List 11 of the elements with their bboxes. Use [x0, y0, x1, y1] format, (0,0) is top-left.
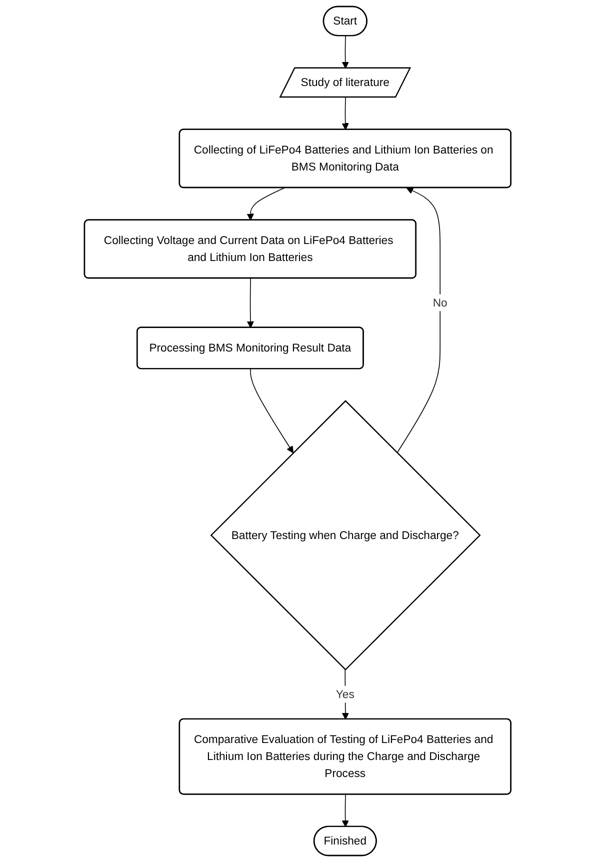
- arrow: [342, 669, 349, 720]
- arrow: [246, 188, 285, 221]
- arrow: [342, 97, 349, 130]
- arrow: [396, 187, 440, 454]
- arrow: [342, 36, 349, 69]
- edge-label: No: [432, 296, 448, 309]
- arrow: [342, 794, 349, 828]
- arrow: [250, 368, 294, 454]
- edge-label: Yes: [336, 687, 354, 700]
- arrow: [246, 278, 254, 328]
- node-diamond: Battery Testing when Charge and Discharge?: [210, 400, 481, 670]
